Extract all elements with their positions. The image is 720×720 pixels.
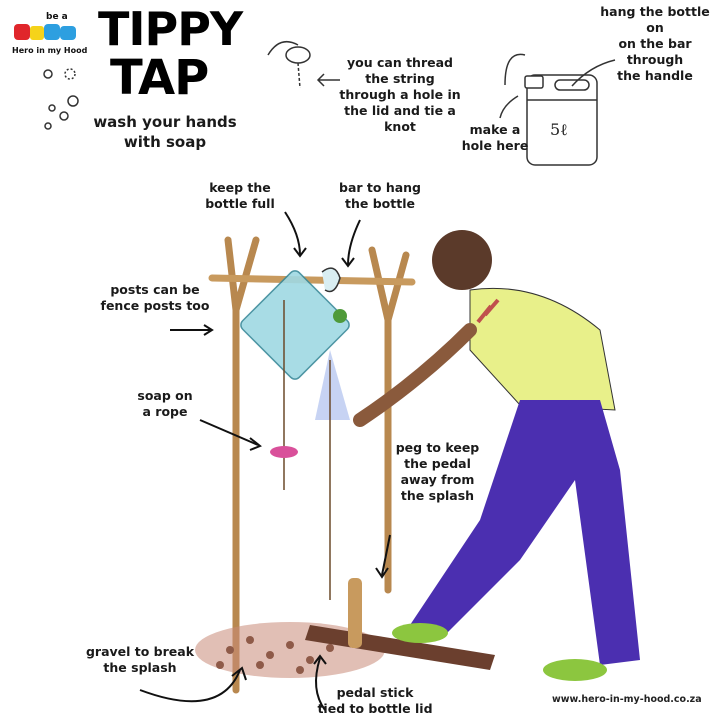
bottle-volume-label: 5ℓ [550, 120, 568, 139]
wooden-posts [224, 236, 410, 694]
label-hang-bottle: hang the bottle on on the bar through th… [600, 4, 710, 83]
website-url: www.hero-in-my-hood.co.za [552, 694, 702, 705]
title-line-1: TIPPY [98, 2, 243, 56]
water-stream [315, 350, 350, 420]
soap-bubbles-icon [43, 68, 79, 130]
puzzle-pieces-icon [14, 24, 76, 40]
label-bar-to-hang: bar to hang the bottle [339, 180, 421, 211]
logo-bottom-text: Hero in my Hood [12, 46, 88, 55]
label-posts: posts can be fence posts too [100, 282, 210, 313]
label-make-hole: make a hole here [461, 122, 529, 153]
hanging-bar [208, 274, 416, 286]
label-keep-full: keep the bottle full [205, 180, 275, 211]
subtitle-line-2: with soap [123, 133, 207, 151]
label-peg: peg to keep the pedal away from the spla… [395, 440, 480, 503]
logo-top-text: be a [46, 12, 68, 22]
annotation-arrows [139, 211, 391, 711]
title-line-2: TAP [110, 50, 209, 106]
five-litre-bottle-sketch [499, 53, 616, 166]
hero-in-my-hood-logo: be a Hero in my Hood [10, 12, 88, 62]
left-shoe [392, 623, 448, 643]
water-bottle [240, 270, 350, 380]
label-pedal-stick: pedal stick tied to bottle lid [317, 685, 433, 716]
subtitle-line-1: wash your hands [93, 113, 237, 131]
label-thread-string: you can thread the string through a hole… [339, 55, 461, 134]
right-shoe [543, 659, 607, 681]
bottle-lid [333, 309, 347, 323]
person-washing-hands [353, 230, 640, 681]
soap [270, 446, 298, 458]
label-gravel: gravel to break the splash [85, 644, 195, 675]
bottle-handle [321, 267, 341, 293]
label-soap-rope: soap on a rope [137, 388, 193, 419]
peg [348, 578, 362, 648]
bottle-lid-sketch [267, 40, 340, 89]
